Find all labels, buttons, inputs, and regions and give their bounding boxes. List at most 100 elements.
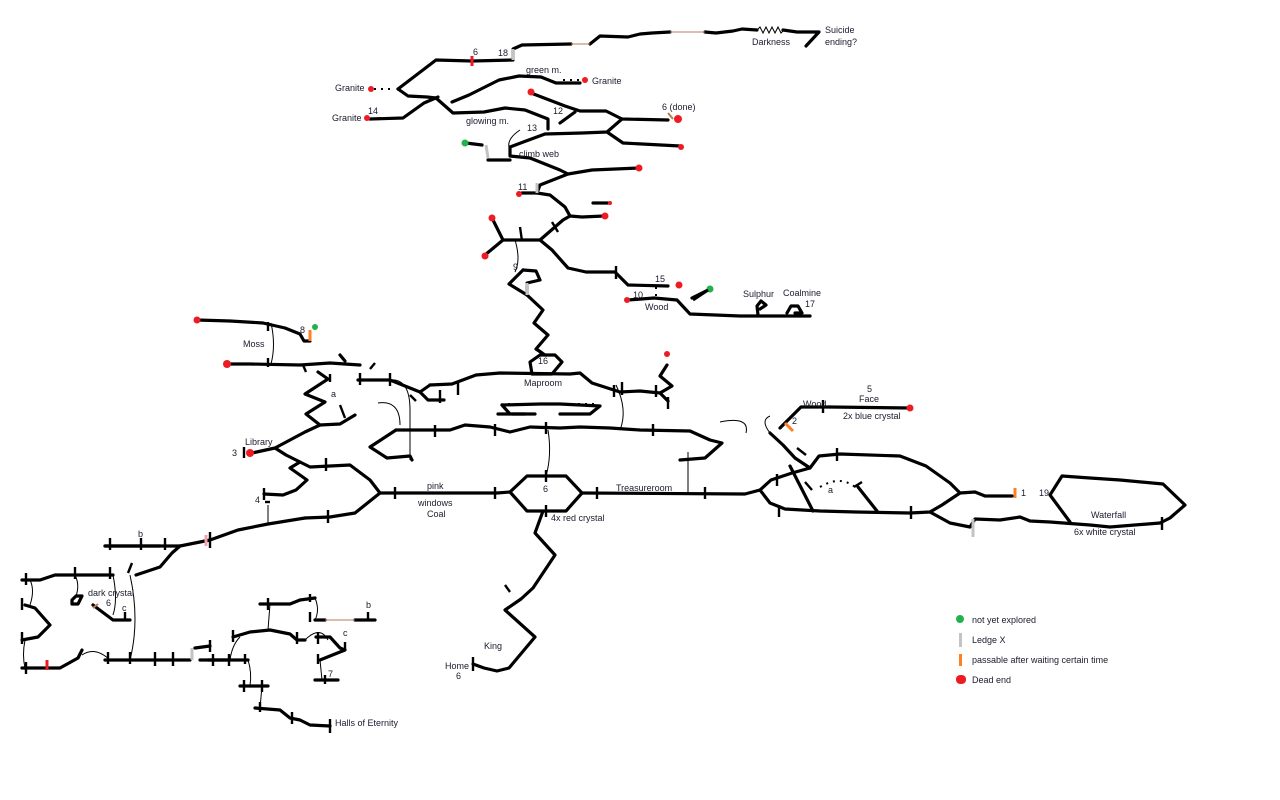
label-node-14: 14 (368, 106, 379, 116)
connector (247, 659, 252, 687)
label-node-11: 11 (518, 182, 528, 192)
label-node-2: 2 (792, 416, 798, 426)
tunnel (250, 423, 322, 455)
connector (764, 415, 771, 434)
legend-label: Dead end (972, 675, 1012, 685)
dead-end-icon (246, 449, 254, 457)
label-node-1: 1 (1021, 488, 1027, 498)
door (518, 226, 524, 242)
legend-item-dead-end: Dead end (950, 672, 1180, 692)
tunnel (356, 378, 432, 394)
label-granite-14: Granite (332, 113, 362, 123)
tunnel (368, 428, 414, 462)
label-suicide: Suicide (825, 25, 855, 35)
door (301, 364, 308, 373)
label-glowing-moss: glowing m. (466, 116, 510, 126)
tunnel (658, 391, 670, 403)
done-mark (667, 112, 674, 120)
label-granite-left: Granite (335, 83, 365, 93)
label-ending: ending? (825, 37, 858, 47)
tunnel (538, 238, 670, 288)
door (338, 404, 347, 419)
dead-end-icon (601, 212, 609, 220)
grey-bar-icon (959, 633, 962, 647)
tunnel (303, 370, 357, 427)
label-granite-right: Granite (592, 76, 622, 86)
label-darkness: Darkness (752, 37, 791, 47)
connector (508, 129, 521, 151)
door (853, 480, 863, 489)
tunnel (490, 214, 572, 242)
label-node-8: 8 (300, 325, 306, 335)
label-white-crystal: 6x white crystal (1074, 527, 1136, 537)
label-library: Library (245, 437, 273, 447)
label-waterfall: Waterfall (1091, 510, 1127, 520)
legend-label: Ledge X (972, 635, 1006, 645)
dead-end-icon (481, 252, 489, 260)
tunnel (224, 361, 362, 367)
label-node-17: 17 (805, 299, 816, 309)
label-home: Home (445, 661, 470, 671)
tunnel (703, 27, 759, 35)
tunnel (928, 510, 1162, 529)
tunnel (521, 268, 550, 355)
red-blob-icon (956, 675, 966, 684)
tunnel (788, 464, 815, 513)
label-c-left: c (122, 603, 127, 613)
tunnel (262, 446, 309, 497)
tunnel (20, 573, 115, 582)
label-node-19: 19 (1039, 488, 1050, 498)
connector (23, 639, 26, 669)
done-mark (92, 603, 99, 609)
connector (514, 239, 519, 273)
label-pink: pink (427, 481, 444, 491)
tunnel (298, 460, 382, 495)
dead-end-icon (582, 77, 588, 83)
door (126, 562, 134, 574)
label-moss: Moss (243, 339, 265, 349)
tunnel (195, 318, 312, 343)
unexplored-path (692, 288, 709, 302)
thin-connectors (23, 129, 771, 709)
label-node-15: 15 (655, 274, 666, 284)
label-node-13: 13 (527, 123, 538, 133)
dead-end-icon (368, 86, 374, 92)
label-c-right: c (343, 628, 348, 638)
tunnel (781, 28, 821, 48)
label-blue-crystal: 2x blue crystal (843, 411, 901, 421)
label-face: Face (859, 394, 880, 404)
dotted-passages (374, 79, 856, 488)
tunnel (508, 117, 641, 176)
tunnel (70, 594, 84, 606)
tunnel (535, 191, 606, 219)
label-dark-crystal: dark crystal (88, 588, 135, 598)
done-marks (92, 112, 674, 609)
label-wood-top: Wood (645, 302, 669, 312)
dead-end-icon (635, 164, 643, 172)
darkness-zigzag (756, 25, 785, 35)
connector (719, 419, 747, 434)
label-node-10: 10 (633, 290, 644, 300)
tunnel (755, 299, 768, 317)
connector (377, 402, 401, 426)
tunnel (20, 648, 84, 670)
connector (29, 579, 33, 606)
tunnel (483, 238, 505, 257)
connector (615, 384, 624, 431)
tunnel (605, 130, 682, 148)
label-king: King (484, 641, 503, 651)
ropes (325, 31, 705, 621)
door (536, 348, 548, 357)
tunnel (193, 644, 212, 650)
dotted-passage (819, 480, 856, 488)
tunnel (658, 363, 674, 395)
label-b-left: b (138, 529, 144, 539)
tunnel (450, 74, 582, 104)
label-sulphur: Sulphur (743, 289, 775, 299)
dead-end-icon (675, 281, 683, 289)
connector (129, 574, 136, 661)
label-a-right: a (828, 485, 834, 495)
legend-item-unexplored: not yet explored (950, 612, 1180, 632)
tunnel (520, 172, 570, 195)
tunnel (588, 30, 672, 46)
